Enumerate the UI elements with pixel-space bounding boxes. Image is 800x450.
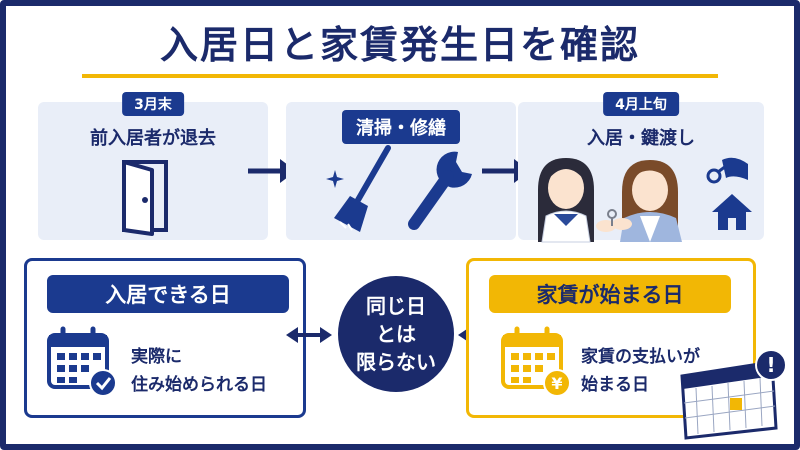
badge-line: 限らない	[356, 350, 436, 374]
broom-icon	[334, 145, 391, 232]
step-move-in: 4月上旬 入居・鍵渡し	[518, 92, 764, 243]
step-time-badge: 3月末	[122, 92, 184, 116]
description-line: 実際に	[131, 347, 182, 367]
description-line: 家賃の支払いが	[581, 347, 700, 367]
desk-calendar-icon	[680, 360, 778, 440]
box-description: 家賃の支払いが 始まる日	[581, 343, 700, 399]
calendar-yen-icon: ¥	[501, 326, 571, 397]
door-icon	[122, 160, 168, 236]
wrench-icon	[408, 151, 472, 230]
calendar-check-icon	[47, 326, 117, 397]
step-move-out: 3月末 前入居者が退去	[38, 92, 268, 240]
step-label: 前入居者が退去	[90, 128, 216, 149]
description-line: 住み始められる日	[131, 375, 267, 395]
alert-icon: !	[755, 349, 787, 381]
badge-line: とは	[376, 322, 416, 346]
description-line: 始まる日	[581, 375, 649, 395]
alert-symbol: !	[766, 353, 775, 377]
not-same-day-badge: 同じ日 とは 限らない	[338, 276, 454, 392]
sparkle-icon	[326, 170, 344, 188]
step-label: 入居・鍵渡し	[587, 128, 695, 149]
step-label: 清掃・修繕	[342, 110, 460, 144]
double-arrow-icon	[286, 327, 332, 343]
page-title: 入居日と家賃発生日を確認	[159, 23, 640, 67]
box-heading: 家賃が始まる日	[489, 275, 731, 313]
badge-line: 同じ日	[366, 294, 426, 318]
step-cleaning: 清掃・修繕	[286, 102, 516, 240]
box-description: 実際に 住み始められる日	[131, 343, 267, 399]
title-underline	[82, 74, 718, 78]
hand-key-icon	[706, 157, 748, 184]
house-icon	[712, 194, 752, 230]
yen-symbol: ¥	[551, 374, 562, 393]
step-time-badge: 4月上旬	[603, 92, 679, 116]
women-key-handover-illustration	[538, 158, 682, 243]
box-heading: 入居できる日	[47, 275, 289, 313]
move-in-date-box: 入居できる日 実際に 住み始められる日	[24, 258, 306, 418]
